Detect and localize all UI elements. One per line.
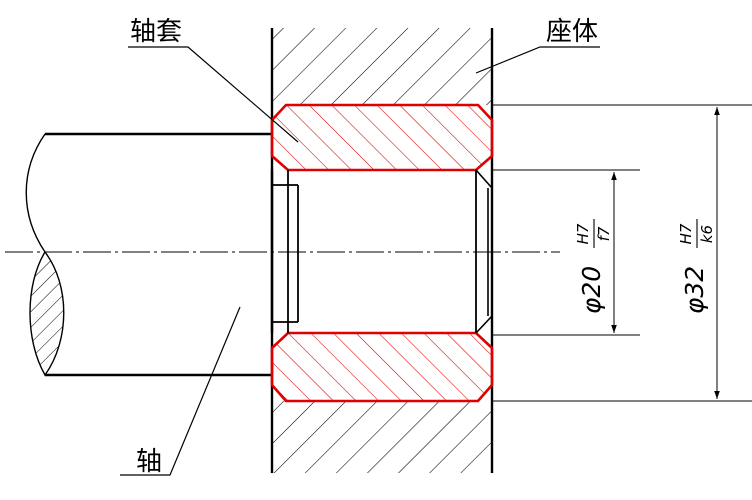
housing-section bbox=[270, 28, 494, 473]
shaft-break-section bbox=[29, 250, 65, 377]
housing-label: 座体 bbox=[546, 17, 598, 47]
extension-lines bbox=[492, 104, 752, 402]
outer-dimension-label: φ32 H7 k6 bbox=[677, 219, 716, 314]
outer-dimension-lower: k6 bbox=[698, 225, 716, 243]
inner-dimension-lower: f7 bbox=[595, 226, 613, 241]
shaft bbox=[25, 132, 299, 377]
inner-dimension-prefix: φ20 bbox=[577, 266, 606, 314]
outer-dimension-prefix: φ32 bbox=[680, 266, 709, 314]
shaft-label: 轴 bbox=[136, 447, 162, 477]
inner-dimension-label: φ20 H7 f7 bbox=[574, 219, 613, 314]
outer-dimension-upper: H7 bbox=[677, 223, 695, 244]
leader-lines bbox=[120, 46, 600, 476]
bushing-label: 轴套 bbox=[130, 17, 182, 47]
inner-dimension-upper: H7 bbox=[574, 223, 592, 244]
bushing-section bbox=[270, 103, 494, 403]
